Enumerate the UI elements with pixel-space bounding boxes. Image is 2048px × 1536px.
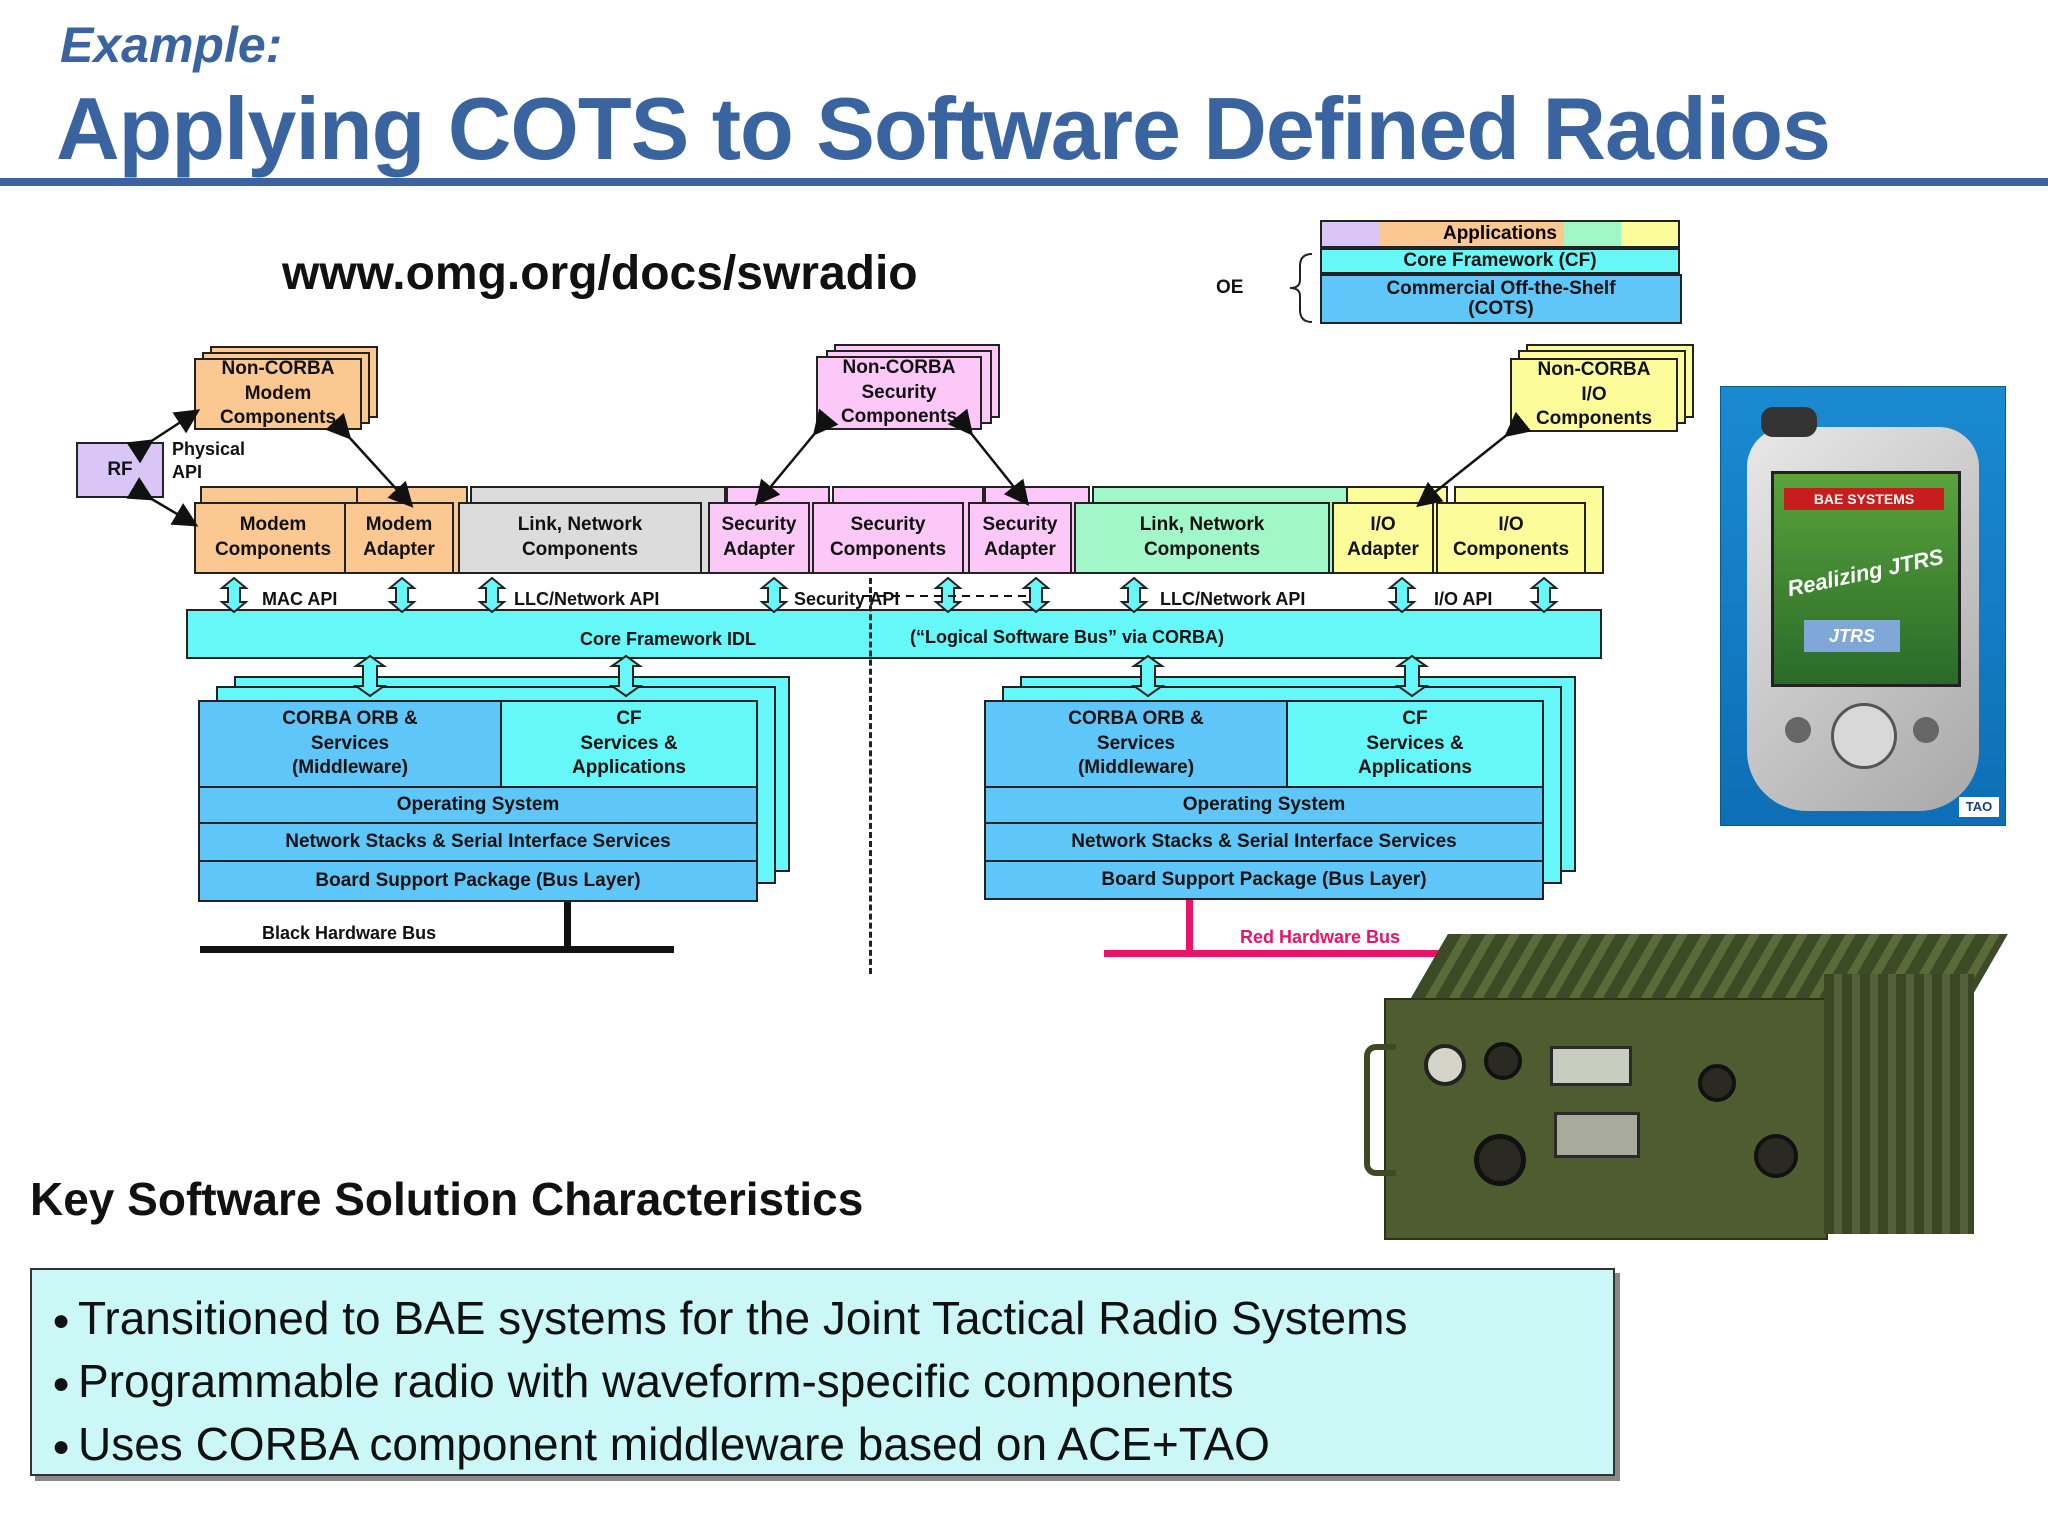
security-api-label: Security API (794, 589, 900, 609)
legend-applications-bar: Applications (1320, 220, 1680, 248)
modem-components: Modem Components (194, 502, 352, 574)
core-framework-idl-label: Core Framework IDL (580, 629, 757, 649)
device-screen: BAE SYSTEMS Realizing JTRS JTRS (1771, 471, 1961, 687)
api-arrow-9 (1529, 576, 1559, 614)
security-adapter-left: Security Adapter (708, 502, 810, 574)
llc-network-api-right-label: LLC/Network API (1160, 589, 1306, 609)
radio-knob-4 (1698, 1064, 1736, 1102)
api-arrow-4 (759, 576, 789, 614)
io-components: I/O Components (1436, 502, 1586, 574)
non-corba-io-components: Non-CORBA I/O Components (1510, 358, 1678, 432)
stack-arrow-2 (608, 654, 644, 698)
red-hardware-bus-label: Red Hardware Bus (1240, 927, 1401, 947)
device-antenna (1761, 407, 1817, 437)
legend-cots: Commercial Off-the-Shelf (COTS) (1320, 274, 1682, 324)
bullet-text: Transitioned to BAE systems for the Join… (78, 1292, 1408, 1344)
core-framework-bus (186, 609, 1602, 659)
red-hardware-bus-stem (1186, 900, 1193, 954)
right-corba-orb: CORBA ORB & Services (Middleware) (984, 700, 1288, 788)
title-rule (0, 178, 2048, 186)
stack-arrow-1 (352, 654, 388, 698)
handheld-device-image: BAE SYSTEMS Realizing JTRS JTRS TAO (1720, 386, 2006, 826)
right-board-support-package: Board Support Package (Bus Layer) (984, 860, 1544, 900)
modem-adapter: Modem Adapter (344, 502, 454, 574)
radio-knob-5 (1754, 1134, 1798, 1178)
double-arrows-api (219, 576, 1559, 698)
radio-knob-1 (1424, 1044, 1466, 1086)
radio-handle (1364, 1044, 1396, 1176)
radio-keypad (1554, 1112, 1640, 1158)
radio-knob-3 (1474, 1134, 1526, 1186)
api-arrow-3 (477, 576, 507, 614)
left-network-stacks: Network Stacks & Serial Interface Servic… (198, 822, 758, 862)
left-board-support-package: Board Support Package (Bus Layer) (198, 860, 758, 902)
bullet-text: Uses CORBA component middleware based on… (78, 1418, 1270, 1470)
military-radio-image (1364, 934, 2008, 1240)
radio-side (1824, 974, 1974, 1234)
left-corba-orb: CORBA ORB & Services (Middleware) (198, 700, 502, 788)
key-characteristics-box: ● Transitioned to BAE systems for the Jo… (30, 1268, 1615, 1476)
bullet-item: ● Programmable radio with waveform-speci… (52, 1351, 1593, 1414)
black-hardware-bus-label: Black Hardware Bus (262, 923, 437, 943)
api-arrow-6 (1021, 576, 1051, 614)
device-button-right (1913, 717, 1939, 743)
stack-arrow-3 (1130, 654, 1166, 698)
oe-label: OE (1216, 277, 1244, 298)
link-network-red: Link, Network Components (1074, 502, 1330, 574)
black-hardware-bus-stem (564, 902, 571, 950)
slide-kicker: Example: (60, 17, 283, 73)
io-adapter: I/O Adapter (1332, 502, 1434, 574)
io-adapter-arrow (1416, 411, 1532, 508)
screen-brand: BAE SYSTEMS (1784, 488, 1944, 510)
io-api-label: I/O API (1434, 589, 1493, 609)
key-characteristics-heading: Key Software Solution Characteristics (30, 1173, 864, 1225)
bullet-dot: ● (52, 1304, 71, 1337)
llc-network-api-left-label: LLC/Network API (514, 589, 660, 609)
modem-adapter-arrow (325, 412, 414, 508)
device-dpad (1831, 703, 1897, 769)
right-cf-services: CF Services & Applications (1286, 700, 1544, 788)
device-badge: TAO (1959, 797, 1999, 817)
screen-logo: JTRS (1804, 620, 1900, 652)
legend-applications-label: Applications (1442, 223, 1557, 244)
bullet-item: ● Uses CORBA component middleware based … (52, 1414, 1593, 1477)
security-adapter-right-arrow (947, 408, 1030, 506)
bullet-text: Programmable radio with waveform-specifi… (78, 1355, 1234, 1407)
bullet-dot: ● (52, 1430, 71, 1463)
rf-to-modem-top-arrow (126, 409, 201, 464)
api-arrow-7 (1119, 576, 1149, 614)
black-hardware-bus-line (200, 946, 674, 953)
oe-brace (1289, 253, 1313, 323)
mac-api-label: MAC API (262, 589, 338, 609)
diagram-connectors (126, 408, 1559, 698)
radio-knob-2 (1484, 1042, 1522, 1080)
security-adapter-left-arrow (754, 408, 839, 506)
radio-display (1550, 1046, 1632, 1086)
url-text[interactable]: www.omg.org/docs/swradio (282, 247, 918, 300)
stack-arrow-4 (1394, 654, 1430, 698)
security-components: Security Components (812, 502, 964, 574)
red-hardware-bus-line (1104, 950, 1580, 957)
api-arrow-1 (219, 576, 249, 614)
link-network-black: Link, Network Components (458, 502, 702, 574)
api-arrow-8 (1387, 576, 1417, 614)
connector-arrows (126, 408, 1532, 527)
right-operating-system: Operating System (984, 786, 1544, 824)
screen-tagline: Realizing JTRS (1785, 543, 1946, 602)
black-red-separator (869, 578, 872, 974)
bullet-item: ● Transitioned to BAE systems for the Jo… (52, 1288, 1593, 1351)
legend-core-framework: Core Framework (CF) (1320, 248, 1680, 274)
api-arrow-2 (387, 576, 417, 614)
bullet-dot: ● (52, 1367, 71, 1400)
rf-to-modem-bottom-arrow (126, 477, 199, 527)
device-button-left (1785, 717, 1811, 743)
logical-software-bus-label: (“Logical Software Bus” via CORBA) (910, 627, 1225, 647)
right-network-stacks: Network Stacks & Serial Interface Servic… (984, 822, 1544, 862)
slide-title: Applying COTS to Software Defined Radios (56, 79, 1831, 178)
left-cf-services: CF Services & Applications (500, 700, 758, 788)
